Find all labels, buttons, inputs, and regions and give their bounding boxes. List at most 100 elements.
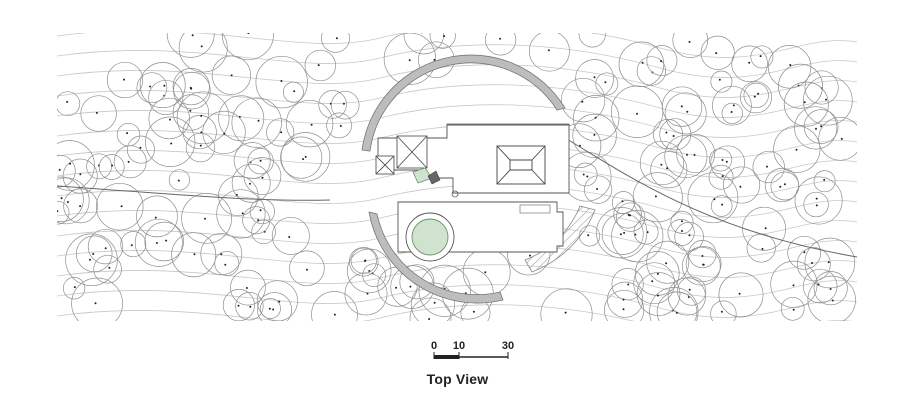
tree-trunk-dot	[701, 255, 704, 257]
tree-trunk-dot	[257, 219, 260, 222]
tree-canopy	[709, 148, 733, 172]
tree-trunk-dot	[564, 311, 567, 314]
tree-trunk-dot	[306, 268, 308, 271]
tree-trunk-dot	[79, 173, 82, 176]
tree-trunk-dot	[753, 95, 756, 98]
tree-canopy	[804, 70, 839, 105]
tree-trunk-dot	[235, 193, 238, 196]
tree-canopy	[731, 45, 768, 83]
tree-canopy	[136, 195, 178, 238]
tree-canopy	[681, 246, 721, 286]
tree-trunk-dot	[57, 210, 59, 213]
tree-trunk-dot	[815, 127, 817, 130]
tree-canopy	[794, 106, 838, 150]
tree-trunk-dot	[204, 217, 206, 220]
tree-trunk-dot	[815, 197, 818, 200]
tree-trunk-dot	[657, 294, 659, 297]
tree-trunk-dot	[732, 104, 735, 107]
tree-trunk-dot	[280, 131, 283, 134]
tree-canopy	[618, 41, 665, 88]
tree-trunk-dot	[592, 33, 594, 34]
tree-trunk-dot	[641, 61, 644, 64]
tree-trunk-dot	[189, 109, 192, 112]
tree-trunk-dot	[627, 214, 630, 216]
tree-canopy	[126, 135, 155, 164]
tree-canopy	[639, 140, 685, 186]
tree-trunk-dot	[593, 133, 596, 136]
tree-canopy	[650, 151, 688, 189]
tree-trunk-dot	[126, 132, 129, 135]
tree-canopy	[222, 289, 255, 321]
tree-trunk-dot	[783, 183, 786, 186]
tree-trunk-dot	[582, 173, 585, 176]
tree-trunk-dot	[155, 242, 158, 244]
tree-canopy	[418, 264, 471, 317]
scale-label-10: 10	[453, 340, 465, 352]
tree-canopy	[242, 206, 271, 235]
tree-canopy	[216, 189, 266, 239]
tree-trunk-dot	[792, 284, 795, 287]
tree-canopy	[700, 35, 735, 70]
tree-trunk-dot	[472, 310, 475, 313]
tree-canopy	[271, 216, 310, 255]
tree-canopy	[807, 275, 856, 321]
tree-trunk-dot	[223, 132, 226, 135]
tree-canopy	[813, 271, 848, 306]
tree-trunk-dot	[721, 159, 724, 161]
tree-trunk-dot	[636, 112, 638, 115]
tree-trunk-dot	[237, 304, 240, 307]
tree-trunk-dot	[686, 153, 688, 156]
tree-canopy	[171, 232, 217, 278]
tree-trunk-dot	[259, 159, 262, 162]
tree-canopy	[266, 118, 295, 147]
tree-trunk-dot	[108, 266, 111, 269]
tree-canopy	[403, 33, 445, 55]
tree-trunk-dot	[823, 178, 826, 181]
tree-canopy	[185, 132, 216, 163]
courtyard-dark-strip	[427, 170, 441, 185]
tree-canopy	[687, 172, 739, 224]
tree-canopy	[80, 95, 117, 132]
tree-canopy	[235, 292, 264, 321]
tree-canopy	[148, 97, 190, 140]
tree-trunk-dot	[249, 182, 251, 185]
tree-trunk-dot	[660, 60, 663, 63]
tree-canopy	[362, 263, 386, 288]
tree-trunk-dot	[725, 160, 728, 163]
tree-trunk-dot	[130, 244, 133, 247]
tree-trunk-dot	[665, 131, 668, 134]
tree-trunk-dot	[499, 37, 502, 40]
tree-canopy	[540, 288, 593, 321]
tree-trunk-dot	[259, 209, 262, 212]
tree-canopy	[712, 85, 752, 126]
tree-canopy	[804, 237, 856, 289]
tree-trunk-dot	[433, 58, 436, 61]
tree-canopy	[667, 277, 706, 316]
tree-trunk-dot	[200, 45, 203, 48]
tree-trunk-dot	[139, 146, 142, 149]
tree-canopy	[688, 240, 717, 269]
tree-trunk-dot	[739, 185, 742, 188]
tree-trunk-dot	[656, 272, 659, 275]
tree-trunk-dot	[170, 142, 173, 145]
tree-trunk-dot	[680, 105, 683, 108]
west-roof-cluster	[375, 135, 428, 175]
tree-trunk-dot	[730, 111, 733, 113]
contour-line	[57, 84, 857, 118]
tree-canopy	[752, 150, 785, 184]
tree-trunk-dot	[257, 119, 260, 122]
access-road-line	[57, 185, 331, 201]
tree-trunk-dot	[779, 185, 782, 188]
tree-canopy	[615, 202, 646, 232]
tree-canopy	[611, 191, 635, 215]
tree-canopy	[259, 298, 281, 319]
tree-canopies	[57, 33, 857, 321]
tree-canopy	[611, 210, 664, 263]
tree-canopy	[746, 233, 776, 263]
tree-trunk-dot	[335, 37, 338, 40]
contour-line	[57, 284, 857, 318]
tree-canopy	[583, 175, 613, 204]
tree-canopy	[139, 62, 186, 109]
tree-canopy	[578, 33, 606, 48]
contour-line	[57, 33, 857, 58]
